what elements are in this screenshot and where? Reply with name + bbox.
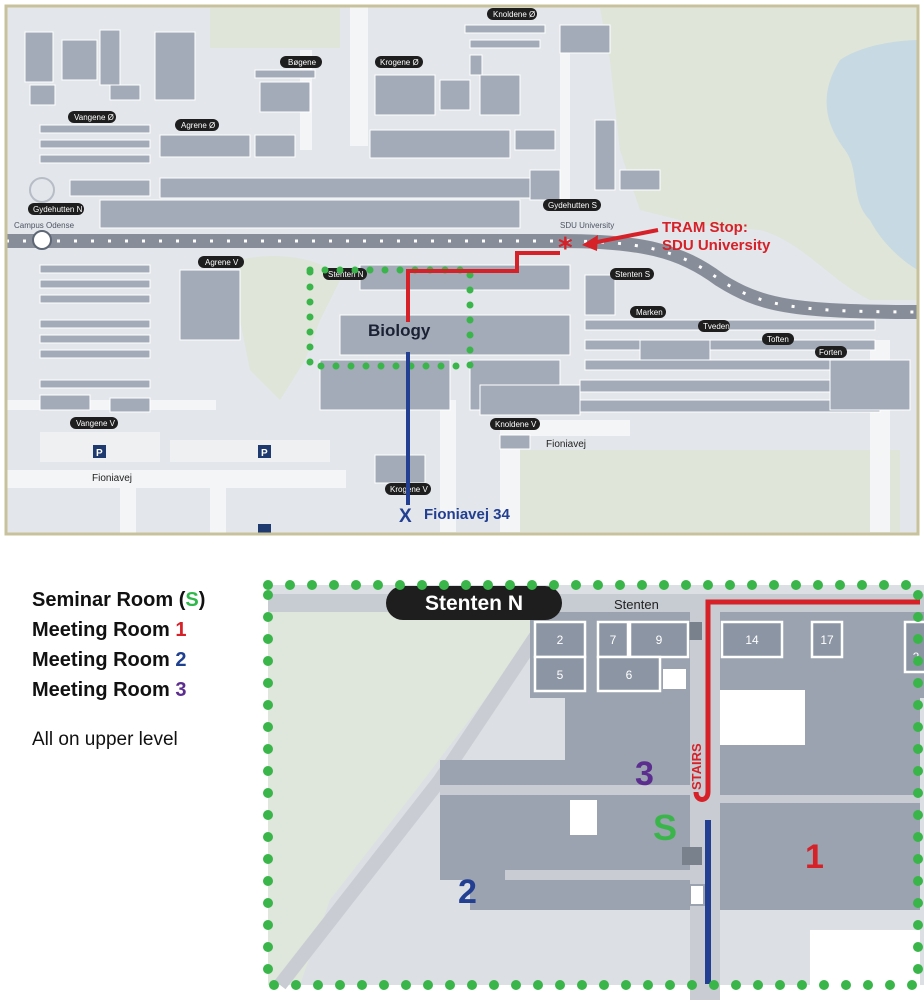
detail-grass xyxy=(268,612,530,985)
marker-meeting-room-2: 2 xyxy=(458,873,477,911)
legend-meeting-room-2: Meeting Room 2 xyxy=(32,645,205,675)
tram-stop-asterisk-icon: * xyxy=(558,231,573,264)
room-number-2: 2 xyxy=(557,633,564,647)
legend-meeting-room-1: Meeting Room 1 xyxy=(32,615,205,645)
pill-gydehutten-s: Gydehutten S xyxy=(548,201,597,210)
biology-detail-map: 2 7 9 14 17 5 6 2 Stenten N Stenten STAI… xyxy=(263,580,924,1000)
ring-icon xyxy=(29,177,55,203)
legend-seminar-prefix: Seminar Room ( xyxy=(32,589,186,611)
lake xyxy=(826,40,918,270)
overview-frame xyxy=(4,4,920,536)
stairs-icon-mid xyxy=(682,847,702,865)
pill-vangene-v: Vangene V xyxy=(76,419,116,428)
stenten-label: Stenten xyxy=(614,597,659,612)
pill-agrene-o: Agrene Ø xyxy=(181,121,215,130)
pill-bogene: Bøgene xyxy=(288,58,317,67)
pill-krogene-o: Krogene Ø xyxy=(380,58,419,67)
red-route-from-tram xyxy=(406,251,560,322)
pill-stenten-s: Stenten S xyxy=(615,270,650,279)
pill-knoldene-o: Knoldene Ø xyxy=(493,10,535,19)
legend-seminar-suffix: ) xyxy=(198,589,206,611)
campus-buildings xyxy=(24,24,911,484)
pill-marken: Marken xyxy=(636,308,663,317)
legend-meeting-label-3: Meeting Room xyxy=(32,679,170,701)
room-legend: Seminar Room (S) Meeting Room 1 Meeting … xyxy=(32,585,205,755)
room-number-17: 17 xyxy=(820,633,834,647)
legend-seminar-symbol: S xyxy=(185,589,199,611)
stairs-label: STAIRS xyxy=(689,743,704,790)
room-5 xyxy=(533,655,587,693)
pill-tveden: Tveden xyxy=(703,322,730,331)
room-9 xyxy=(628,620,690,659)
marker-seminar-room-s: S xyxy=(653,807,677,848)
detail-zone-outline xyxy=(263,580,923,990)
tram-line xyxy=(6,234,919,319)
biology-label: Biology xyxy=(368,321,431,340)
pill-forten: Forten xyxy=(819,348,842,357)
room-boxes xyxy=(533,620,924,693)
parking-icon-1 xyxy=(93,445,106,458)
biology-zone-outline xyxy=(306,266,474,370)
legend-meeting-number-1: 1 xyxy=(175,619,187,641)
destination-label: Fioniavej 34 xyxy=(424,506,511,523)
room-number-14: 14 xyxy=(745,633,759,647)
parking-label-1: P xyxy=(96,448,103,459)
parking-icon-2 xyxy=(258,445,271,458)
pill-vangene-o: Vangene Ø xyxy=(74,113,114,122)
room-6 xyxy=(596,655,662,693)
tram-stop-arrow-icon xyxy=(591,228,659,245)
campus-overview-map: P P Campus Odense SDU University Knolden… xyxy=(4,4,920,536)
room-14 xyxy=(720,620,784,659)
road-label-fioniavej-left: Fioniavej xyxy=(92,473,132,484)
stairs-icon-mini xyxy=(661,667,688,691)
legend-meeting-number-3: 3 xyxy=(175,679,187,701)
detail-red-route xyxy=(693,599,920,802)
grass-area-south xyxy=(520,450,900,532)
tram-stop-title: TRAM Stop: xyxy=(662,219,748,236)
destination-x-marker: X xyxy=(399,506,412,527)
pill-knoldene-v: Knoldene V xyxy=(495,420,537,429)
marker-meeting-room-3: 3 xyxy=(635,755,654,793)
campus-odense-label: Campus Odense xyxy=(14,221,75,230)
legend-meeting-label-1: Meeting Room xyxy=(32,619,170,641)
location-pills: Knoldene Ø Bøgene Krogene Ø Vangene Ø Ag… xyxy=(28,8,847,495)
campus-odense-station xyxy=(32,230,52,250)
grass-area-west xyxy=(240,256,340,400)
pill-gydehutten-n: Gydehutten N xyxy=(33,205,83,214)
legend-meeting-label-2: Meeting Room xyxy=(32,649,170,671)
legend-meeting-number-2: 2 xyxy=(175,649,187,671)
sdu-university-station-label: SDU University xyxy=(560,221,614,230)
legend-meeting-room-3: Meeting Room 3 xyxy=(32,675,205,705)
room-17 xyxy=(810,620,844,659)
legend-note: All on upper level xyxy=(32,729,178,750)
parking-label-2: P xyxy=(261,448,268,459)
marker-meeting-room-1: 1 xyxy=(805,838,824,876)
legend-seminar-room: Seminar Room (S) xyxy=(32,585,205,615)
road-label-fioniavej-right: Fioniavej xyxy=(546,439,586,450)
grass-area-north xyxy=(210,8,340,48)
room-numbers: 2 7 9 14 17 5 6 2 xyxy=(557,633,920,682)
tram-stop-subtitle: SDU University xyxy=(662,237,771,254)
parking-icon-3 xyxy=(258,524,271,534)
room-number-7: 7 xyxy=(610,633,617,647)
tram-stop-arrow-head-icon xyxy=(582,235,598,251)
stenten-n-pill xyxy=(386,586,562,620)
room-number-5: 5 xyxy=(557,668,564,682)
stairs-icon-low xyxy=(689,884,705,906)
stenten-n-pill-label: Stenten N xyxy=(425,592,523,615)
pill-stenten-n: Stenten N xyxy=(328,270,364,279)
room-number-9: 9 xyxy=(656,633,663,647)
pill-agrene-v: Agrene V xyxy=(205,258,239,267)
room-number-6: 6 xyxy=(626,668,633,682)
pill-toften: Toften xyxy=(767,335,789,344)
parking-areas: P P xyxy=(40,432,330,534)
